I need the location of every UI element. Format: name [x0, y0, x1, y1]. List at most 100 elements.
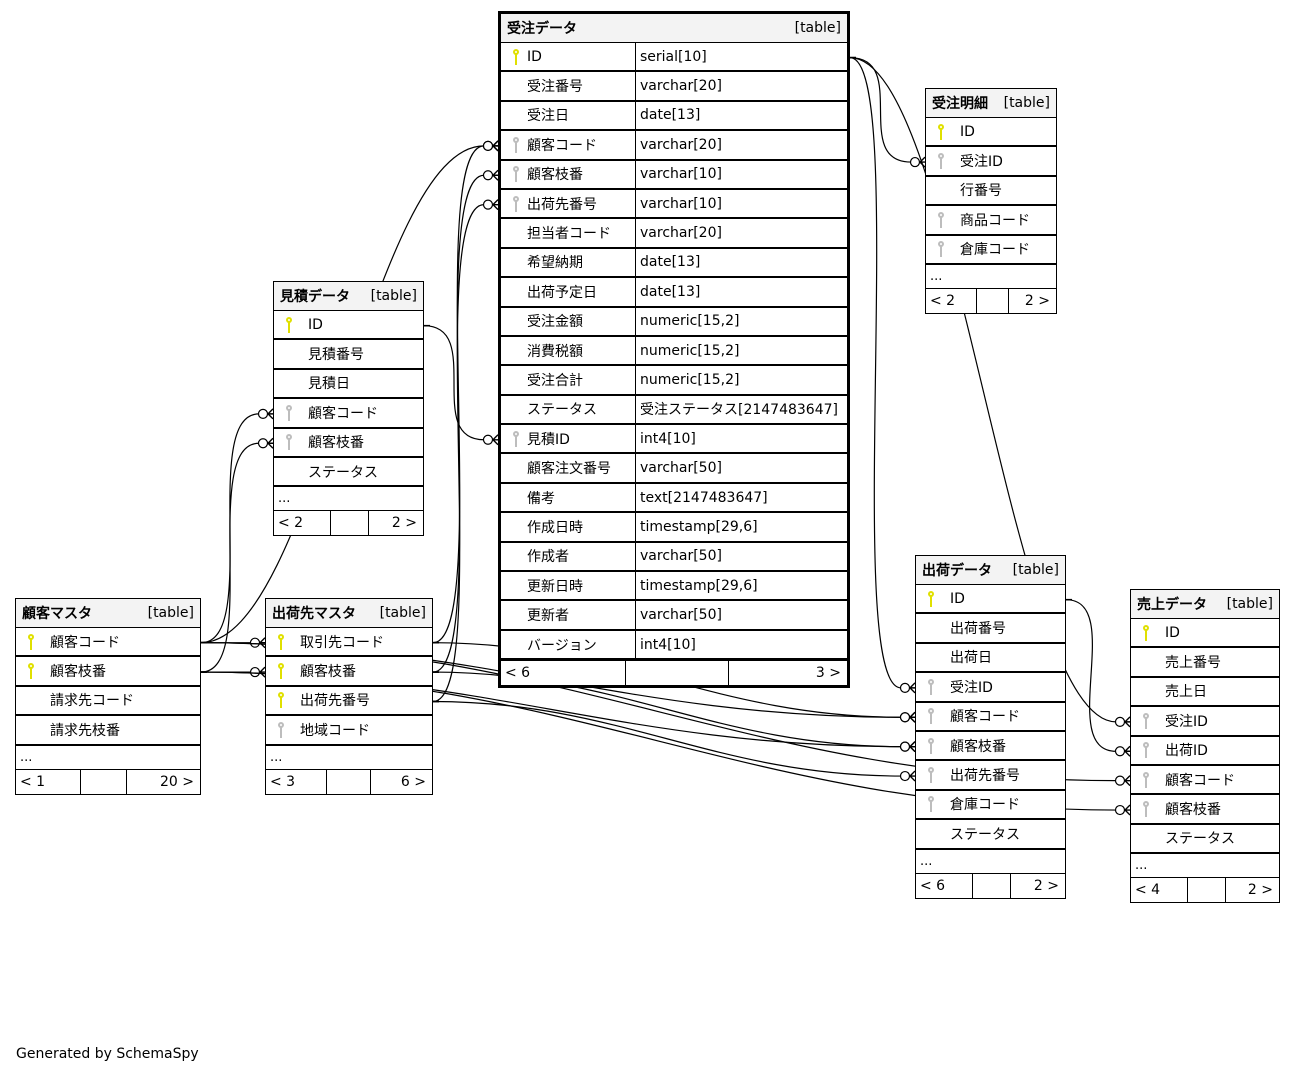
table-header[interactable]: 出荷データ [table] — [916, 556, 1065, 585]
column-row[interactable]: ID — [916, 585, 1065, 615]
column-row[interactable]: 取引先コード — [266, 628, 432, 658]
more-columns[interactable]: ... — [916, 850, 1065, 874]
column-row[interactable]: 商品コード — [926, 206, 1056, 236]
column-row[interactable]: 出荷先番号 — [916, 761, 1065, 791]
column-row[interactable]: ステータス — [1131, 825, 1279, 855]
column-row[interactable]: 出荷ID — [1131, 737, 1279, 766]
table-header[interactable]: 売上データ [table] — [1131, 590, 1279, 619]
column-row[interactable]: 出荷番号 — [916, 614, 1065, 644]
children-link[interactable]: 2 > — [1024, 292, 1050, 309]
foreign-key-icon — [509, 430, 523, 448]
parents-link[interactable]: < 2 — [278, 515, 304, 532]
column-row[interactable]: ステータス — [916, 820, 1065, 850]
table-header[interactable]: 見積データ [table] — [274, 282, 423, 311]
column-name: バージョン — [527, 637, 597, 654]
column-row[interactable]: ステータス — [274, 458, 423, 488]
primary-key-icon — [274, 691, 288, 709]
parents-link[interactable]: < 2 — [930, 292, 956, 309]
column-row[interactable]: 出荷日 — [916, 644, 1065, 674]
column-row[interactable]: 行番号 — [926, 177, 1056, 207]
column-row[interactable]: 顧客枝番 — [266, 657, 432, 687]
more-columns[interactable]: ... — [16, 746, 200, 770]
column-row[interactable]: 見積日 — [274, 370, 423, 400]
column-row[interactable]: 顧客枝番 — [16, 657, 200, 687]
column-row[interactable]: 顧客コード — [274, 399, 423, 429]
parents-link[interactable]: < 3 — [270, 773, 296, 790]
children-link[interactable]: 3 > — [815, 665, 841, 682]
column-row[interactable]: 顧客枝番 — [916, 732, 1065, 762]
children-link[interactable]: 2 > — [1247, 882, 1273, 899]
column-row[interactable]: ID — [926, 118, 1056, 148]
column-row[interactable]: 顧客コード — [16, 628, 200, 658]
parents-link[interactable]: < 4 — [1135, 882, 1161, 899]
column-row[interactable]: 倉庫コード — [926, 236, 1056, 265]
table-header[interactable]: 受注明細 [table] — [926, 89, 1056, 118]
column-row[interactable]: 倉庫コード — [916, 791, 1065, 821]
column-row[interactable]: 顧客枝番 — [1131, 795, 1279, 825]
children-link[interactable]: 2 > — [391, 515, 417, 532]
column-row[interactable]: 受注ID — [1131, 707, 1279, 737]
more-columns[interactable]: ... — [1131, 854, 1279, 879]
children-link[interactable]: 6 > — [400, 773, 426, 790]
more-columns[interactable]: ... — [926, 265, 1056, 289]
column-row[interactable]: 受注ID — [916, 673, 1065, 703]
parents-link[interactable]: < 1 — [20, 773, 46, 790]
column-name-cell: 倉庫コード — [916, 791, 1020, 818]
foreign-key-icon — [509, 136, 523, 154]
more-columns[interactable]: ... — [274, 487, 423, 512]
column-row[interactable]: 地域コード — [266, 716, 432, 746]
column-row[interactable]: ID — [1131, 619, 1279, 649]
column-row[interactable]: 見積番号 — [274, 340, 423, 370]
column-row[interactable]: 請求先コード — [16, 687, 200, 717]
parents-link[interactable]: < 6 — [505, 665, 531, 682]
table-header[interactable]: 出荷先マスタ [table] — [266, 599, 432, 628]
table-header[interactable]: 顧客マスタ [table] — [16, 599, 200, 628]
more-columns[interactable]: ... — [266, 746, 432, 770]
children-link[interactable]: 2 > — [1033, 877, 1059, 894]
table-kokyaku-master[interactable]: 顧客マスタ [table] 顧客コード顧客枝番請求先コード請求先枝番 ... <… — [15, 598, 201, 795]
column-row[interactable]: 売上日 — [1131, 678, 1279, 708]
table-shukkasaki-master[interactable]: 出荷先マスタ [table] 取引先コード顧客枝番出荷先番号地域コード ... … — [265, 598, 433, 795]
column-row[interactable]: ステータス受注ステータス[2147483647] — [501, 395, 847, 426]
table-header[interactable]: 受注データ [table] — [501, 14, 847, 43]
column-name-cell: 顧客コード — [501, 131, 635, 158]
foreign-key-icon — [509, 165, 523, 183]
children-link[interactable]: 20 > — [160, 773, 194, 790]
column-row[interactable]: 顧客枝番 — [274, 429, 423, 458]
column-row[interactable]: 出荷先番号 — [266, 687, 432, 717]
column-row[interactable]: 顧客コード — [916, 703, 1065, 732]
column-name-cell: 出荷先番号 — [501, 190, 635, 217]
parents-link[interactable]: < 6 — [920, 877, 946, 894]
column-row[interactable]: 顧客コード — [1131, 766, 1279, 796]
column-row[interactable]: 売上番号 — [1131, 648, 1279, 678]
column-row[interactable]: 請求先枝番 — [16, 716, 200, 746]
column-row[interactable]: 受注ID — [926, 147, 1056, 177]
column-row[interactable]: ID — [274, 311, 423, 341]
column-name-cell: 備考 — [501, 484, 635, 511]
